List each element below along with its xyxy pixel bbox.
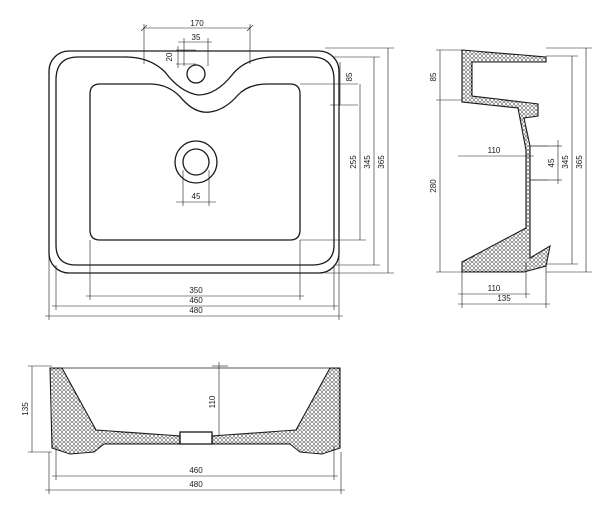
side-section <box>461 49 551 273</box>
front-drain <box>179 431 213 445</box>
top-view: 170 35 20 85 255 345 365 45 <box>45 19 394 320</box>
drain-inner <box>182 148 210 176</box>
front-dim-inner-height: 110 <box>208 395 217 408</box>
front-dim-inner-width: 460 <box>189 466 203 475</box>
side-dim-drain-dia: 45 <box>547 158 556 167</box>
basin-inner-rim <box>55 56 335 266</box>
front-view: 135 110 460 480 <box>21 362 345 494</box>
dim-hole-offset: 20 <box>165 52 174 61</box>
dim-outer-width: 480 <box>189 306 203 315</box>
dim-deck-depth: 85 <box>345 72 354 81</box>
dim-outer-depth: 365 <box>377 155 386 169</box>
front-dim-outer-width: 480 <box>189 480 203 489</box>
dim-bowl-width: 350 <box>189 286 203 295</box>
basin-bowl <box>89 83 301 241</box>
tap-hole <box>186 64 206 84</box>
dim-inner-width: 460 <box>189 296 203 305</box>
dim-tap-hole: 35 <box>192 33 201 42</box>
dim-bowl-depth: 255 <box>349 155 358 169</box>
front-right-wall <box>211 367 341 455</box>
side-dim-drain-offset: 110 <box>488 146 501 155</box>
basin-outer-contour <box>48 50 340 274</box>
side-dim-height: 280 <box>429 179 438 193</box>
front-dim-height: 135 <box>21 402 30 416</box>
dim-drain: 45 <box>192 192 201 201</box>
dim-top-width: 170 <box>190 19 204 28</box>
side-dim-outer-depth: 365 <box>575 155 584 169</box>
front-left-wall <box>49 367 181 455</box>
side-dim-base-inner: 110 <box>488 284 501 293</box>
drain-outer <box>174 140 218 184</box>
side-dim-base-outer: 135 <box>497 294 511 303</box>
side-dim-deck: 85 <box>429 72 438 81</box>
side-dim-inner-depth: 345 <box>561 155 570 169</box>
side-view: 85 280 110 45 345 365 110 135 <box>429 47 592 308</box>
dim-inner-depth: 345 <box>363 155 372 169</box>
